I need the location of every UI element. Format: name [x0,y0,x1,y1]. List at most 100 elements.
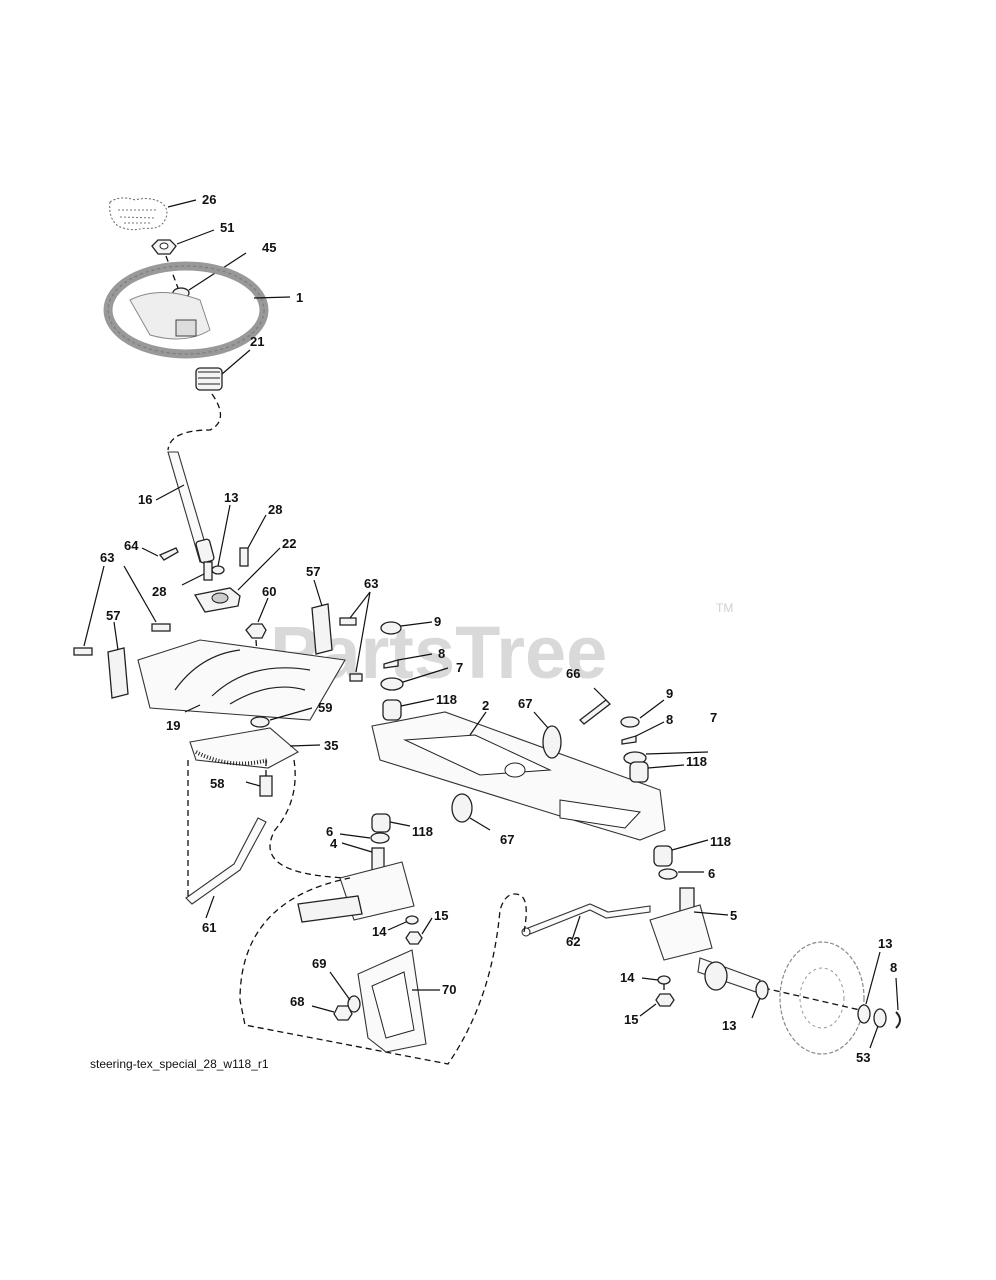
pivot-bolt-part [579,699,611,725]
steering-adapter-part [195,367,223,391]
callout-1: 1 [296,290,303,305]
sector-gear-part [189,727,299,769]
callout-68: 68 [290,994,304,1009]
steering-wheel-part [103,261,269,359]
washer-part [250,716,270,728]
callout-57-left: 57 [106,608,120,623]
callout-14-left: 14 [372,924,387,939]
washer-part [211,565,225,575]
flat-washer-part [873,1008,887,1028]
callout-66: 66 [566,666,580,681]
left-spindle-part [297,847,415,923]
callout-9-left: 9 [434,614,441,629]
washer-part [857,1004,871,1024]
clip-part [383,659,399,669]
bracket-part [107,647,129,699]
callout-19: 19 [166,718,180,733]
callout-16: 16 [138,492,152,507]
callout-53: 53 [856,1050,870,1065]
clip-part [621,735,637,745]
callout-13-right: 13 [878,936,892,951]
callout-63-right: 63 [364,576,378,591]
nut-part [245,623,267,639]
callout-2: 2 [482,698,489,713]
drag-link-part [185,817,267,905]
steering-cap-part [109,197,168,231]
callout-22: 22 [282,536,296,551]
callout-118-lower-right: 118 [710,834,731,849]
callout-59: 59 [318,700,332,715]
callout-63-left: 63 [100,550,114,565]
washer-part [405,915,419,925]
callout-4: 4 [330,836,338,851]
bushing-part [629,761,649,783]
cushion-part [451,793,473,823]
callout-14-right: 14 [620,970,635,985]
callout-118-lower-left: 118 [412,824,433,839]
bolt-part [203,547,249,581]
callout-7-left: 7 [456,660,463,675]
callout-13-top: 13 [224,490,238,505]
bolt-part [259,775,273,797]
washer-part [657,975,671,985]
nut-part [405,931,423,945]
pin-part [158,547,179,561]
bushing-plate-part [193,587,241,613]
callout-5: 5 [730,908,737,923]
cap-part [380,621,402,635]
washer-part [347,995,361,1013]
callout-62: 62 [566,934,580,949]
front-axle-part [371,711,666,841]
steering-plate-part [137,639,346,721]
callout-21: 21 [250,334,264,349]
callout-13-lower: 13 [722,1018,736,1033]
callout-28-mid: 28 [152,584,166,599]
cushion-part [542,725,562,759]
callout-60: 60 [262,584,276,599]
callout-64: 64 [124,538,139,553]
washer-part [370,832,390,844]
right-spindle-part [649,887,761,993]
nut-part [333,1005,353,1021]
callout-8-left: 8 [438,646,445,661]
callout-15-right: 15 [624,1012,638,1027]
callout-118-upper-right: 118 [686,754,707,769]
retaining-clip-part [895,1011,901,1029]
callout-69: 69 [312,956,326,971]
wheel-part [779,941,865,1055]
callout-7-right: 7 [710,710,717,725]
callout-51: 51 [220,220,234,235]
nut-part [151,239,177,255]
bolt-part [151,623,171,632]
bushing-part [371,813,391,833]
bolt-part [73,647,93,656]
callout-8-right: 8 [666,712,673,727]
tie-rod-part [521,903,651,937]
callout-6-left: 6 [326,824,333,839]
bolt-part [349,673,363,682]
nut-part [655,993,675,1007]
diagram-caption: steering-tex_special_28_w118_r1 [90,1057,269,1071]
steering-shaft-part [167,451,215,564]
callout-45: 45 [262,240,276,255]
bracket-part [311,603,333,655]
washer-part [755,980,769,1000]
callout-70: 70 [442,982,456,997]
callout-9-right: 9 [666,686,673,701]
callout-57-right: 57 [306,564,320,579]
callout-118-upper-left: 118 [436,692,457,707]
callout-67-lower: 67 [500,832,514,847]
washer-part [380,677,404,691]
bolt-part [339,617,357,626]
callout-6-right: 6 [708,866,715,881]
cap-part [620,716,640,728]
callout-67-upper: 67 [518,696,532,711]
bushing-part [653,845,673,867]
callout-8-wheel: 8 [890,960,897,975]
callout-35: 35 [324,738,338,753]
callout-61: 61 [202,920,216,935]
callout-15-left: 15 [434,908,448,923]
callout-28-top: 28 [268,502,282,517]
callout-26: 26 [202,192,216,207]
